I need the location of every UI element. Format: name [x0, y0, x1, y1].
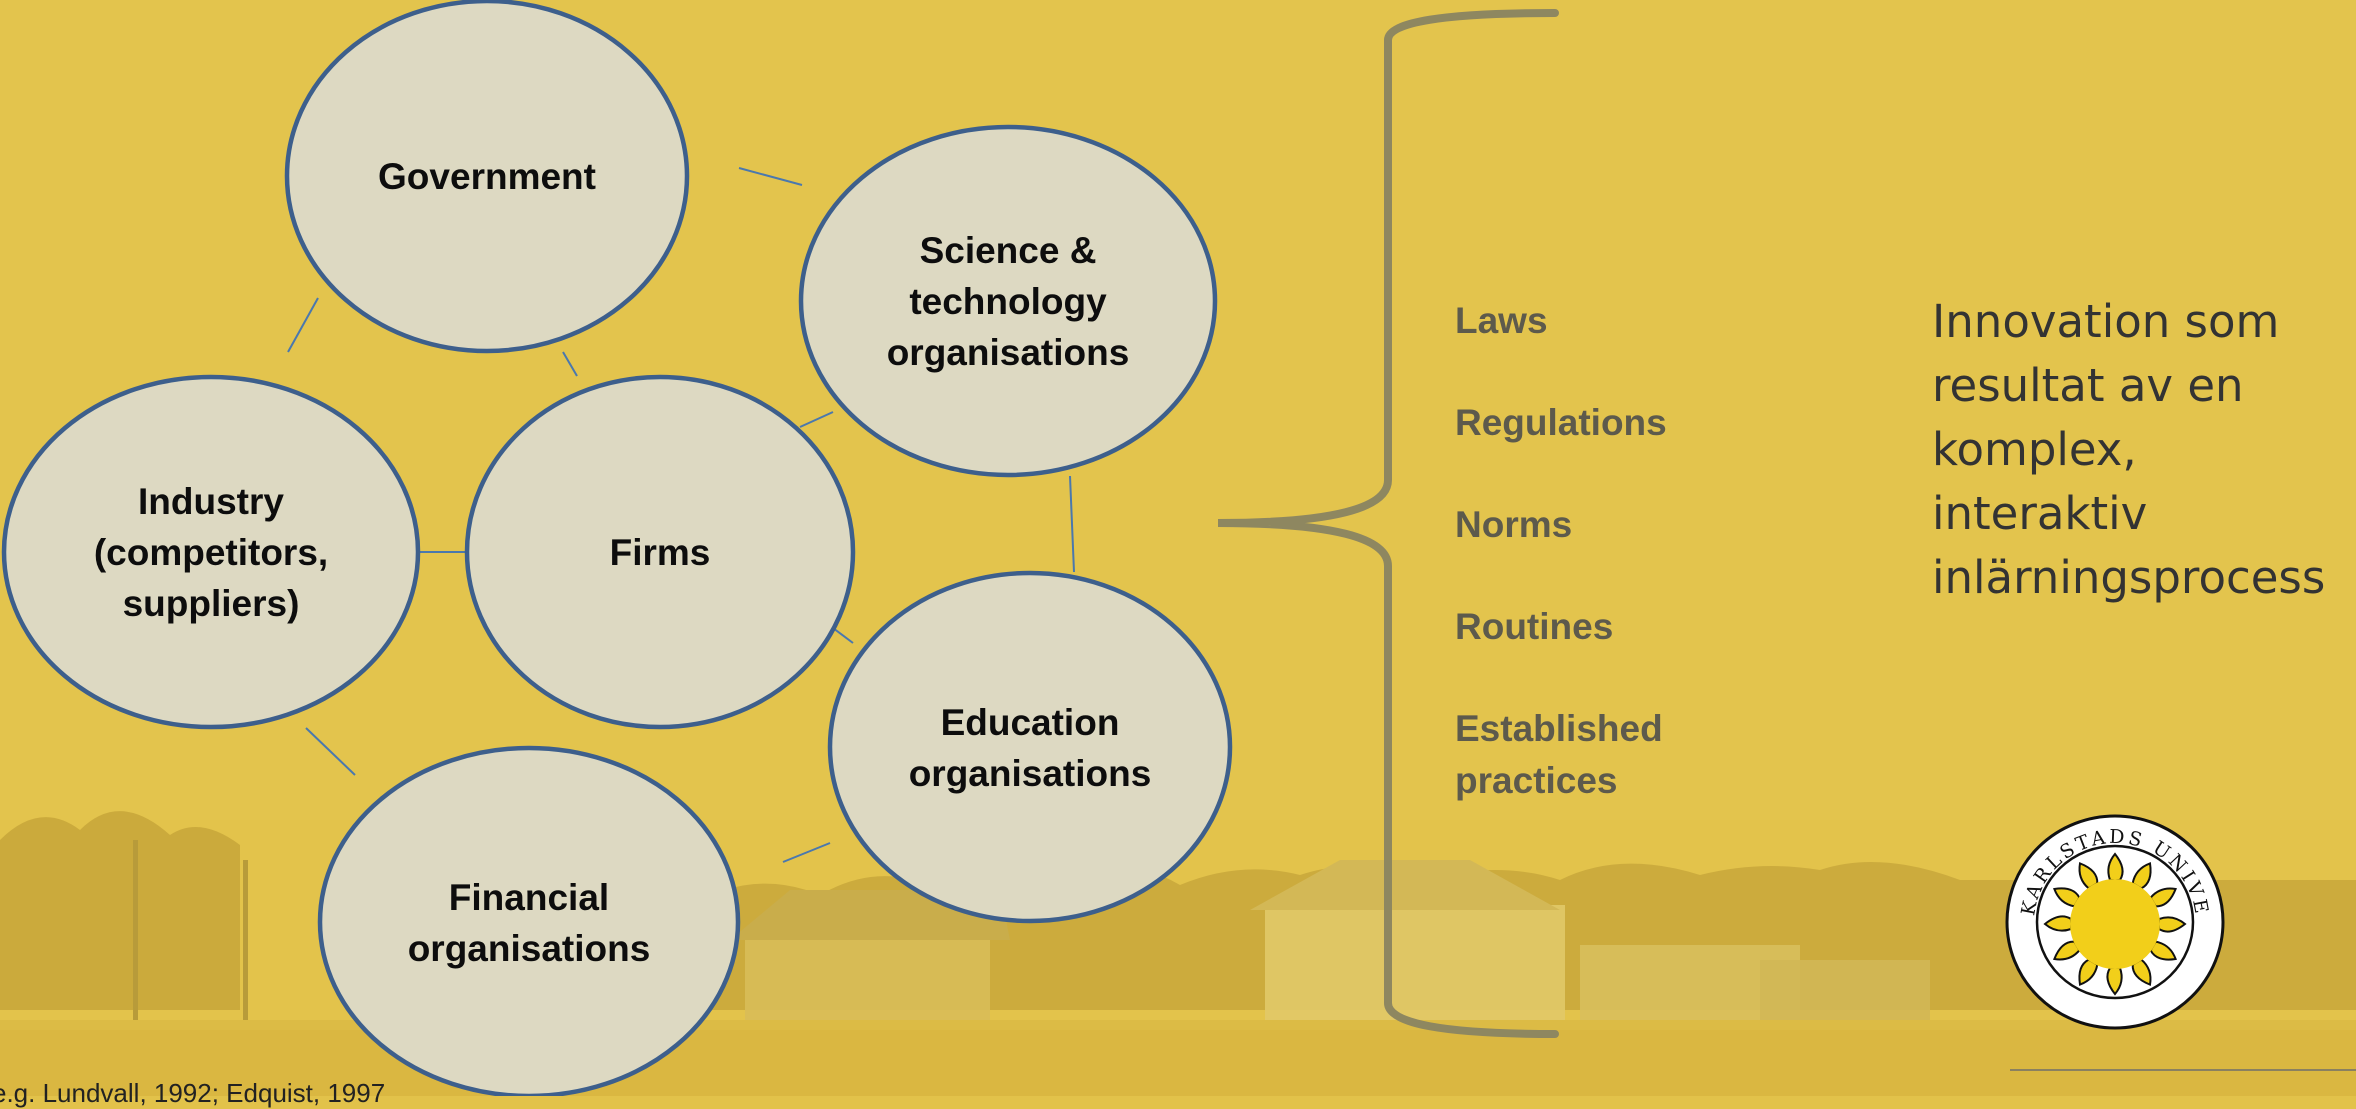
node-government-shape	[284, 0, 690, 354]
institution-established-practices: Established practices	[1455, 708, 1663, 801]
institution-laws: Laws	[1455, 300, 1548, 341]
connector-government-firms	[562, 351, 578, 377]
connector-government-industry	[287, 297, 319, 353]
institution-regulations: Regulations	[1455, 402, 1667, 443]
karlstads-universitet-logo: KARLSTADS UNIVERSITET	[2004, 812, 2225, 1030]
node-science-shape	[798, 124, 1218, 478]
connector-government-science	[738, 167, 803, 186]
curly-brace	[1217, 9, 1559, 1038]
connector-science-firms	[799, 411, 834, 428]
node-financial-label: Financial organisations	[407, 877, 651, 969]
connector-firms-education	[832, 627, 854, 644]
node-government-label: Government	[378, 155, 596, 197]
node-firms-shape	[464, 374, 856, 730]
node-education-shape	[827, 570, 1233, 924]
node-education-label: Education organisations	[908, 702, 1152, 794]
connector-industry-financial	[305, 727, 356, 776]
institution-norms: Norms	[1455, 504, 1573, 545]
node-science-label: Science & technology organisations	[886, 229, 1130, 373]
node-firms-label: Firms	[609, 531, 711, 573]
institution-routines: Routines	[1455, 606, 1614, 647]
node-industry-label: Industry (competitors, suppliers)	[93, 480, 329, 624]
node-industry-shape	[1, 374, 421, 730]
connector-science-education	[1069, 475, 1075, 573]
connector-financial-education	[782, 842, 831, 863]
citation-footnote: e.g. Lundvall, 1992; Edquist, 1997	[0, 1078, 386, 1108]
headline-text: Innovation som resultat av en komplex, i…	[1932, 295, 2326, 604]
node-financial-shape	[317, 745, 741, 1096]
